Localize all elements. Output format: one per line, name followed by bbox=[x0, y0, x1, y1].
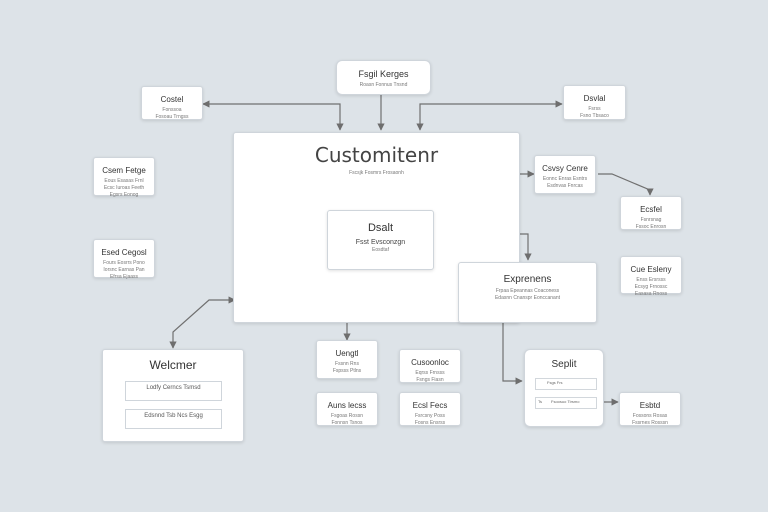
inner-caption: Eosdtaf bbox=[372, 247, 389, 253]
expenses-title: Exprenens bbox=[503, 274, 552, 285]
top-left-title: Costel bbox=[160, 95, 184, 104]
top-left-line1: Fonssoa bbox=[162, 107, 182, 113]
left2-box: Esed Cegosl Fours Eosrrs Pono Iorsnc Ear… bbox=[93, 239, 155, 280]
welcome-title: Welcmer bbox=[149, 358, 197, 372]
bottom3-line1: Fsgoas Rossn bbox=[331, 413, 363, 419]
right1-title: Csvsy Cenre bbox=[542, 164, 588, 173]
bottom1-box: Uengtl Fssnn Rns Fspsss Ptlns bbox=[316, 340, 378, 379]
bottom4-line1: Fsrcsny Poss bbox=[414, 413, 445, 419]
bottom1-title: Uengtl bbox=[335, 349, 359, 358]
right3-line2: Ecsyg Frnossc bbox=[634, 284, 668, 290]
top-left-line2: Fosoau Trngss bbox=[155, 114, 189, 120]
right3-line3: Easasa Rnoss bbox=[634, 291, 668, 297]
right1-line1: Eonnc Enras Esntrs bbox=[542, 176, 588, 182]
expenses-box: Exprenens Frpaa Epeannas Coaconess Edasn… bbox=[458, 262, 597, 323]
connector-top-right bbox=[416, 100, 563, 131]
right4-box: Esbtd Fossons Rosas Fssrnes Rosssn bbox=[619, 392, 681, 426]
expenses-line2: Edasnn Cnanspr Eonccanant bbox=[494, 295, 561, 301]
bottom1-line1: Fssnn Rns bbox=[335, 361, 359, 367]
welcome-box: Welcmer Lodfy Cerncs Tsmsd Edsnnd Tsb Nc… bbox=[102, 349, 244, 442]
bottom2-title: Cusoonloc bbox=[411, 358, 449, 367]
split-item-2-frame bbox=[535, 397, 597, 409]
inner-subtitle: Fsst Evsconzgn bbox=[355, 239, 406, 246]
right2-line1: Fsnrsnag bbox=[640, 217, 662, 223]
top-subtitle: Roasn Fonnus Tnsnd bbox=[359, 82, 408, 88]
split-marker: Ts bbox=[538, 399, 542, 404]
welcome-item-2: Edsnnd Tsb Ncs Esgg bbox=[125, 409, 222, 429]
top-title: Fsgil Kerges bbox=[358, 69, 409, 79]
bottom2-line1: Eqrss Frnsss bbox=[415, 370, 445, 376]
right2-box: Ecsfel Fsnrsnag Fssoc Enrosn bbox=[620, 196, 682, 230]
connector-right1-right2 bbox=[598, 173, 654, 196]
right4-line1: Fossons Rosas bbox=[632, 413, 668, 419]
split-item-1: Fsgs Frs bbox=[547, 380, 563, 385]
bottom3-title: Auns lecss bbox=[327, 401, 367, 410]
left1-line1: Eous Esasas Frnl bbox=[104, 178, 144, 184]
expenses-line1: Frpaa Epeannas Coaconess bbox=[495, 288, 560, 294]
left1-line3: Egsrs Eonog bbox=[109, 192, 139, 198]
right3-line1: Enss Ersrsss bbox=[636, 277, 666, 283]
top-box: Fsgil Kerges Roasn Fonnus Tnsnd bbox=[336, 60, 431, 95]
left2-line3: Efrsa Ejaass bbox=[109, 274, 139, 280]
split-title: Seplit bbox=[551, 359, 577, 370]
left1-title: Csem Fetge bbox=[102, 166, 146, 175]
left1-line2: Ecsc Iuroas Feeth bbox=[103, 185, 145, 191]
top-right-line2: Fsno Tbsaco bbox=[580, 113, 609, 119]
bottom4-title: Ecsl Fecs bbox=[412, 401, 448, 410]
welcome-item-1: Lodfy Cerncs Tsmsd bbox=[125, 381, 222, 401]
bottom4-line2: Fosns Ensrss bbox=[414, 420, 446, 426]
bottom2-box: Cusoonloc Eqrss Frnsss Fsngs Fiasn bbox=[399, 349, 461, 383]
split-item-2: Fsoosuo Tirsmo bbox=[551, 399, 580, 404]
top-right-title: Dsvlal bbox=[583, 94, 606, 103]
right3-box: Cue Esleny Enss Ersrsss Ecsyg Frnossc Ea… bbox=[620, 256, 682, 297]
split-item-1-frame bbox=[535, 378, 597, 390]
main-subtitle: Fscsjk Fosmrs Frosaonh bbox=[349, 170, 404, 176]
right3-title: Cue Esleny bbox=[630, 265, 672, 274]
bottom1-line2: Fspsss Ptlns bbox=[332, 368, 362, 374]
split-box: Seplit Fsgs Frs Ts Fsoosuo Tirsmo bbox=[524, 349, 604, 427]
bottom3-line2: Fonnsn Tsnos bbox=[331, 420, 363, 426]
right1-line2: Esdnvas Fnrcas bbox=[547, 183, 583, 189]
top-left-box: Costel Fonssoa Fosoau Trngss bbox=[141, 86, 203, 120]
inner-title: Dsalt bbox=[367, 222, 394, 234]
left2-title: Esed Cegosl bbox=[101, 248, 147, 257]
top-right-line1: Fsrss bbox=[588, 106, 601, 112]
bottom3-box: Auns lecss Fsgoas Rossn Fonnsn Tsnos bbox=[316, 392, 378, 426]
right1-box: Csvsy Cenre Eonnc Enras Esntrs Esdnvas F… bbox=[534, 155, 596, 194]
inner-box: Dsalt Fsst Evsconzgn Eosdtaf bbox=[327, 210, 434, 270]
left2-line2: Iorsnc Earnas Pan bbox=[103, 267, 145, 273]
bottom4-box: Ecsl Fecs Fsrcsny Poss Fosns Ensrss bbox=[399, 392, 461, 426]
connector-welcome-main bbox=[169, 296, 236, 349]
right4-line2: Fssrnes Rosssn bbox=[632, 420, 668, 426]
right2-title: Ecsfel bbox=[640, 205, 662, 214]
right2-line2: Fssoc Enrosn bbox=[635, 224, 667, 230]
connector-expenses-split bbox=[502, 322, 523, 385]
left1-box: Csem Fetge Eous Esasas Frnl Ecsc Iuroas … bbox=[93, 157, 155, 198]
top-right-box: Dsvlal Fsrss Fsno Tbsaco bbox=[563, 85, 626, 120]
main-title: Customitenr bbox=[314, 143, 439, 167]
bottom2-line2: Fsngs Fiasn bbox=[416, 377, 444, 383]
left2-line1: Fours Eosrrs Pono bbox=[103, 260, 145, 266]
right4-title: Esbtd bbox=[639, 401, 661, 410]
connector-top-left bbox=[202, 100, 344, 131]
